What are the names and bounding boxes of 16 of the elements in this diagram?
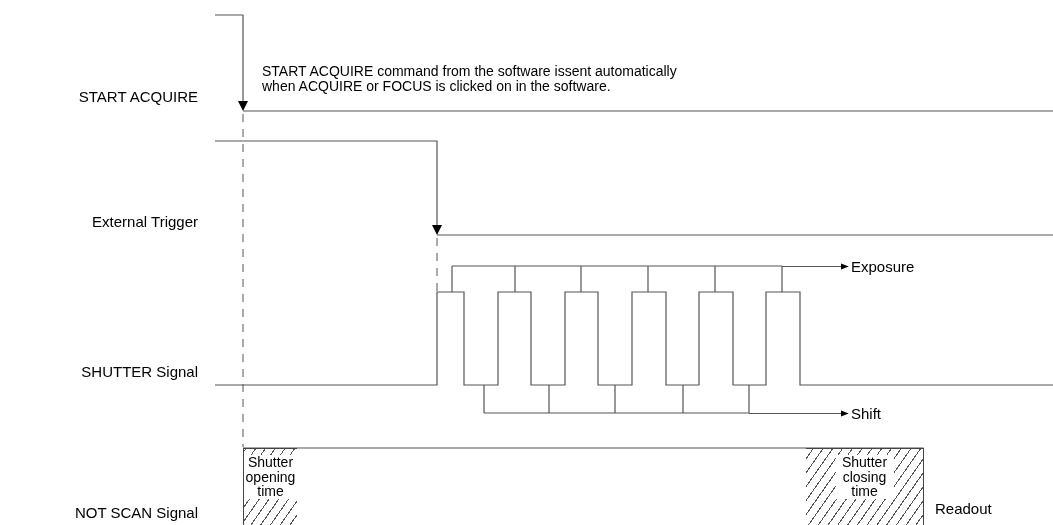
signal-label: NOT SCAN Signal: [73, 505, 198, 522]
signal-label: START ACQUIRE: [77, 89, 198, 106]
interval-label: Shutter opening time: [244, 455, 297, 500]
arrow: [781, 263, 849, 270]
hatched-interval: [243, 448, 297, 525]
bracket: [483, 384, 750, 414]
signal-label: External Trigger: [91, 214, 198, 231]
signal-label: SHUTTER Signal: [80, 364, 198, 381]
signal-label: Exposure: [851, 259, 915, 274]
annotation-text: START ACQUIRE command from the software issent automatically when ACQUIRE or FOCUS is clicked on in the software.: [262, 64, 678, 95]
signal-label: Readout: [935, 501, 993, 518]
bracket: [451, 265, 783, 293]
hatched-interval: [806, 448, 924, 525]
arrow: [748, 410, 849, 417]
interval-label: Shutter closing time: [835, 455, 894, 500]
signal-label: Shift: [851, 406, 881, 421]
